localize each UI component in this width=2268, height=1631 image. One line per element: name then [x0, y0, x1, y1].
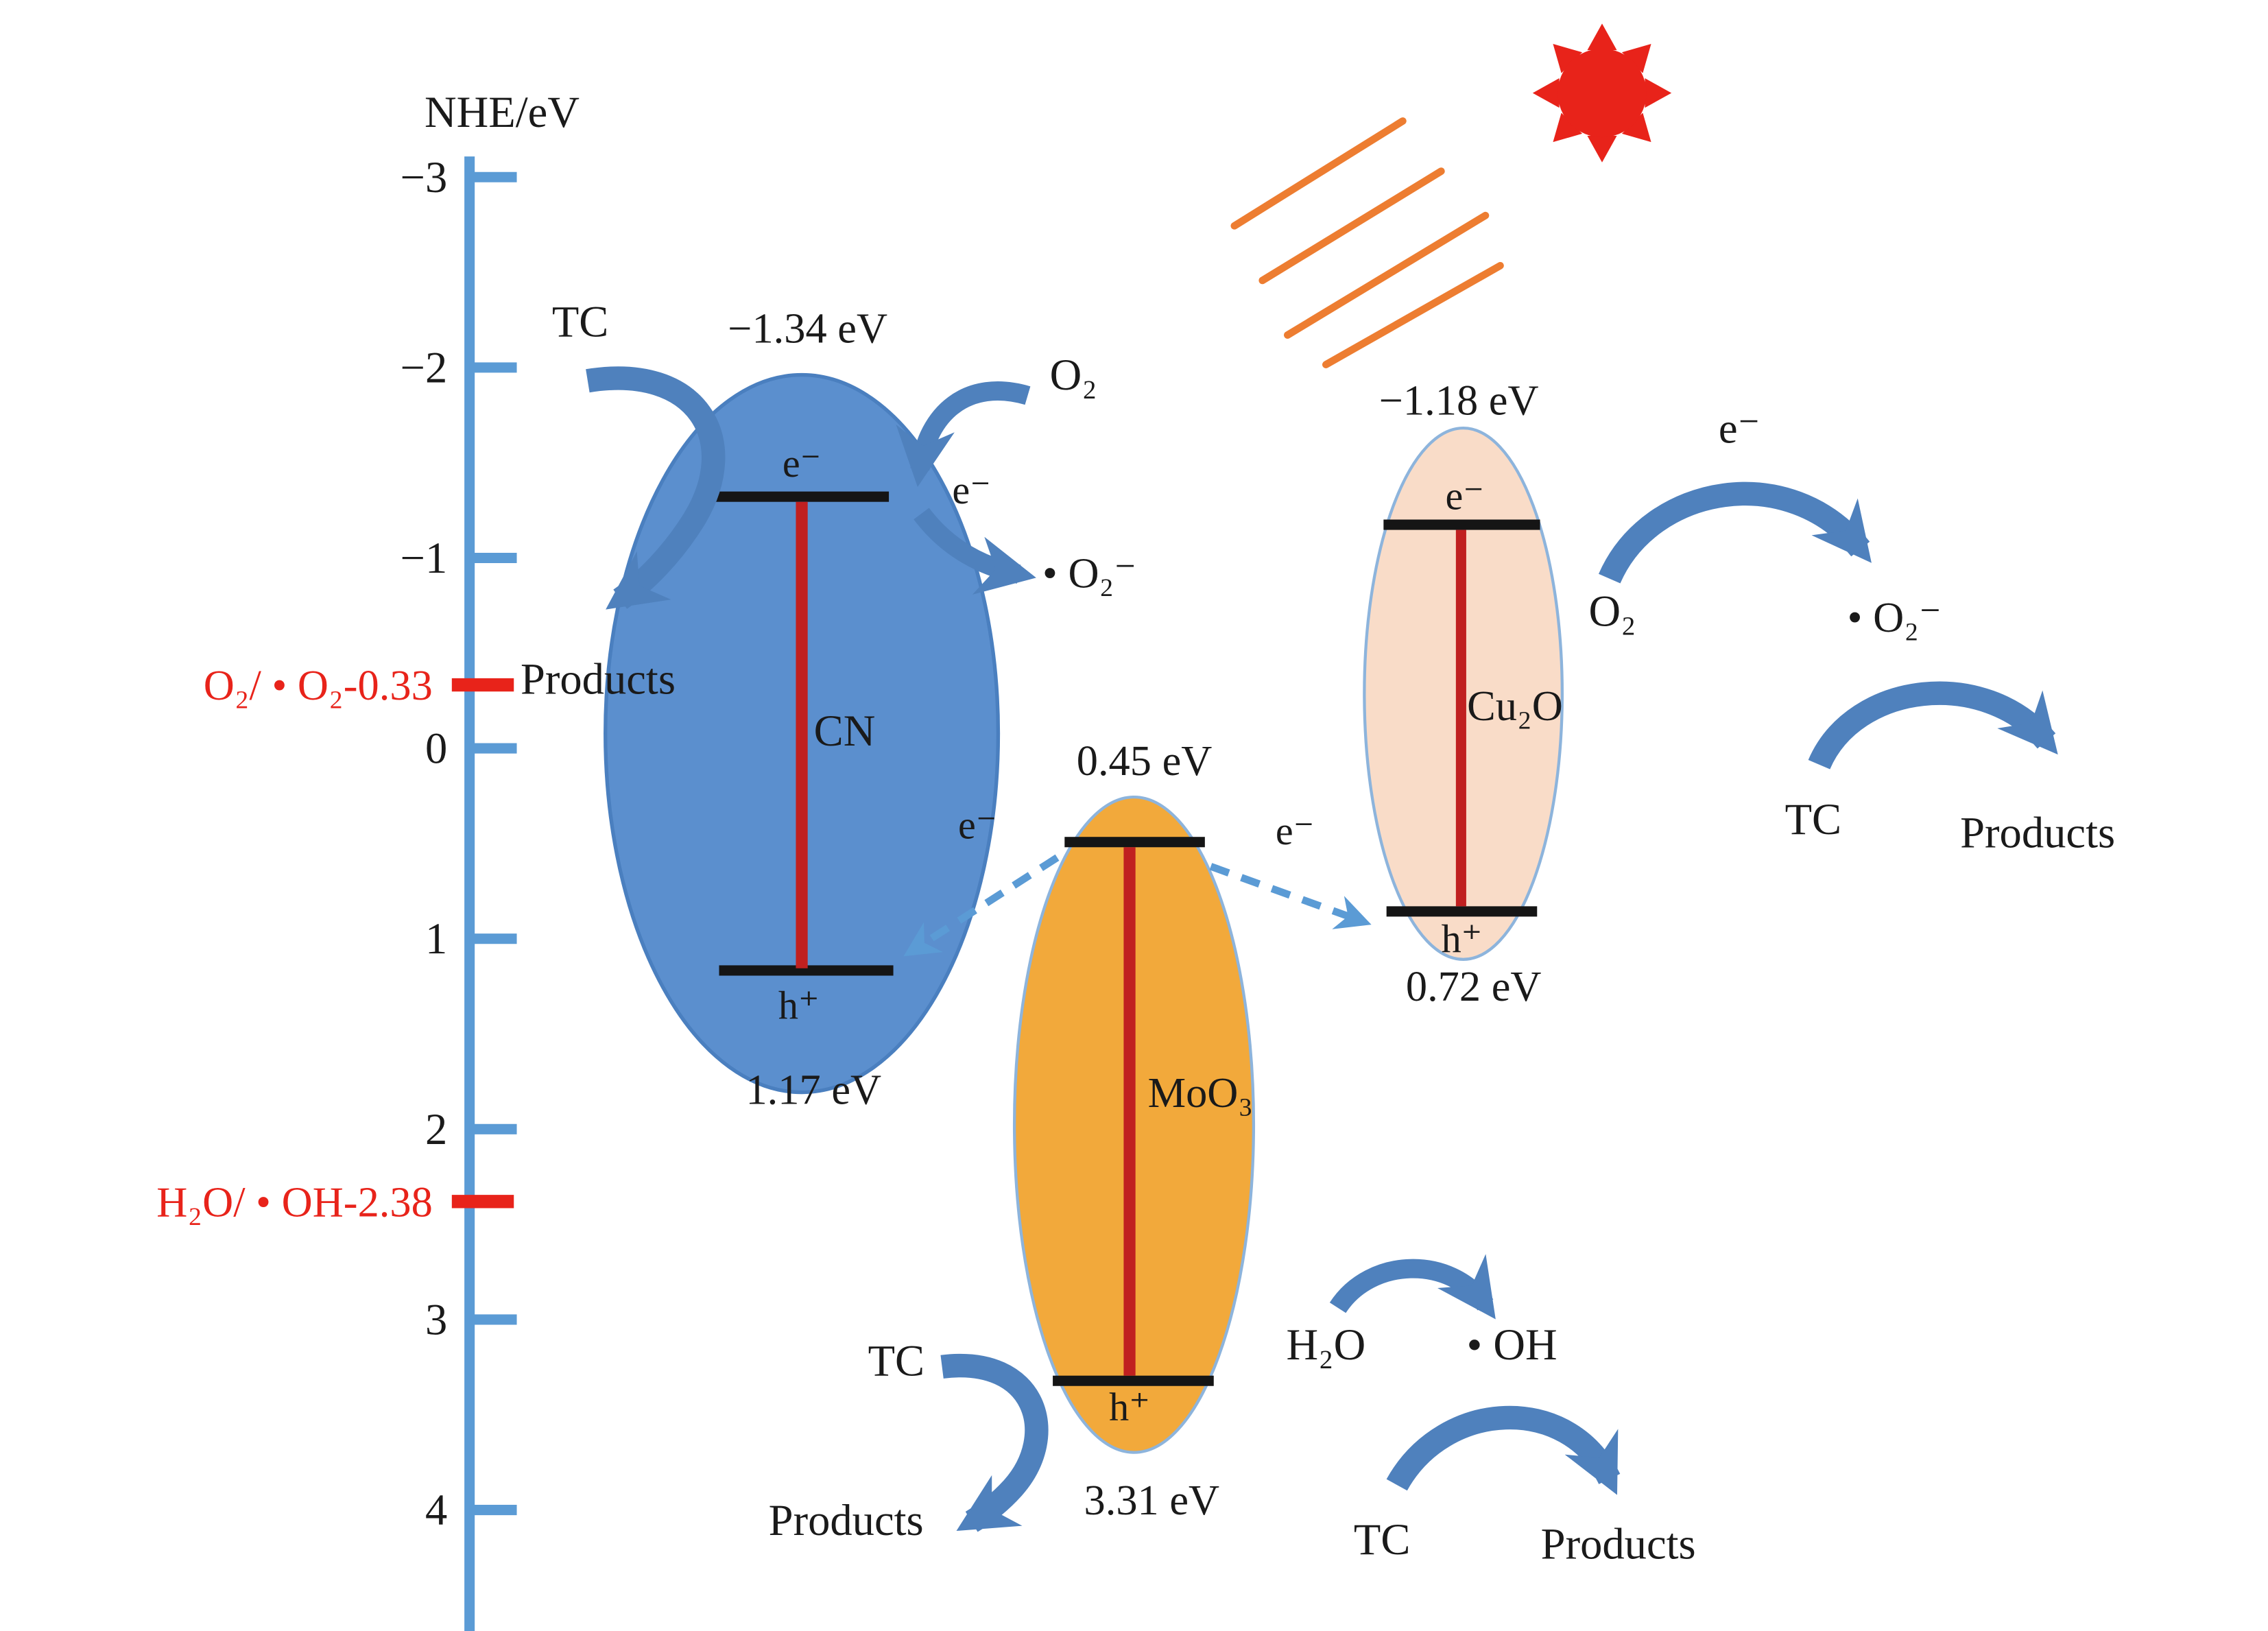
- electron-transfer-label-cu2o: e⁻: [1719, 405, 1760, 453]
- tc-label-bottom: TC: [1354, 1514, 1411, 1564]
- cn-bandgap-line: [796, 501, 808, 968]
- arrow-o2-to-cn-cb: [896, 381, 1031, 487]
- arrow-tc-to-products-moo3: [940, 1353, 1049, 1532]
- h2o-label: H₂O: [1286, 1320, 1365, 1369]
- cu2o-semiconductor: −1.18 eV e⁻ Cu₂O h⁺ 0.72 eV: [1363, 377, 1564, 1010]
- sun-ray: [1645, 78, 1672, 108]
- products-label-moo3: Products: [769, 1495, 924, 1545]
- cu2o-bandgap-line: [1455, 529, 1466, 907]
- o2-label-cn: O₂: [1050, 350, 1097, 399]
- axis-tick-label: 1: [425, 914, 447, 963]
- sun-icon: [1532, 23, 1672, 163]
- cu2o-hole-label: h⁺: [1442, 916, 1483, 961]
- sunlight-beams-icon: [1230, 117, 1504, 368]
- moo3-conduction-band: [1064, 837, 1205, 848]
- moo3-cb-energy-label: 0.45 eV: [1077, 737, 1213, 785]
- sun-ray: [1532, 78, 1560, 108]
- cu2o-oxygen-reduction: O₂ e⁻ • O₂⁻: [1588, 405, 1941, 641]
- moo3-name-label: MoO₃: [1148, 1069, 1254, 1117]
- o2-label-cu2o: O₂: [1588, 586, 1636, 635]
- moo3-hole-label: h⁺: [1109, 1384, 1150, 1429]
- arrow-h2o-to-oh: [1329, 1254, 1496, 1320]
- cn-name-label: CN: [814, 706, 876, 755]
- superoxide-tc-degradation: TC Products: [1785, 681, 2115, 857]
- products-label-right: Products: [1960, 807, 2115, 857]
- axis-tick-label: 2: [425, 1104, 447, 1154]
- sun-ray: [1587, 23, 1617, 51]
- redox-level-label-h2o: H₂O/ • OH-2.38: [156, 1178, 433, 1226]
- cu2o-vb-energy-label: 0.72 eV: [1406, 962, 1542, 1010]
- arrow-tc-to-products-left: [586, 366, 726, 610]
- sun-ray: [1553, 44, 1583, 73]
- hydroxyl-tc-degradation: TC Products: [1354, 1405, 1696, 1569]
- products-label-left: Products: [521, 654, 676, 703]
- axis-tick-label: −2: [401, 342, 448, 392]
- nhe-axis: NHE/eV −3 −2 −1 0 1 2 3 4 O₂/ • O₂-0.33 …: [156, 87, 580, 1631]
- moo3-tc-degradation: TC Products: [769, 1336, 1049, 1545]
- redox-level-label-o2: O₂/ • O₂-0.33: [204, 661, 433, 709]
- axis-tick-label: −3: [401, 152, 448, 202]
- tc-label-right: TC: [1785, 794, 1842, 844]
- arrow-cn-cb-to-superoxide: [914, 508, 1036, 595]
- cn-conduction-band: [715, 491, 890, 502]
- axis-tick-label: −1: [401, 533, 448, 582]
- z-scheme-transfer: e⁻ e⁻: [903, 802, 1372, 957]
- axis-title: NHE/eV: [425, 87, 580, 136]
- water-oxidation: H₂O • OH: [1286, 1254, 1557, 1369]
- moo3-semiconductor: 0.45 eV MoO₃ h⁺ 3.31 eV: [1012, 737, 1256, 1524]
- sun-ray: [1587, 135, 1617, 163]
- cn-vb-energy-label: 1.17 eV: [745, 1066, 881, 1114]
- cn-tc-degradation: TC Products: [521, 297, 726, 703]
- sun-ray: [1621, 112, 1651, 143]
- axis-tick-label: 4: [425, 1485, 447, 1534]
- cn-valence-band: [719, 965, 894, 976]
- hydroxyl-label: • OH: [1467, 1320, 1557, 1369]
- axis-tick-label: 3: [425, 1294, 447, 1344]
- tc-label-moo3: TC: [868, 1336, 925, 1385]
- electron-label-moo3-to-cn: e⁻: [958, 802, 996, 847]
- cn-oxygen-reduction: O₂ e⁻ • O₂⁻: [896, 350, 1136, 597]
- moo3-bandgap-line: [1123, 847, 1136, 1376]
- cn-semiconductor: −1.34 eV e⁻ CN h⁺ 1.17 eV: [604, 304, 1001, 1114]
- cn-hole-label: h⁺: [778, 983, 820, 1027]
- cu2o-conduction-band: [1383, 519, 1540, 530]
- sunlight-beam: [1322, 261, 1504, 368]
- arrow-dashed-moo3-to-cn: [903, 854, 1060, 957]
- sun-core: [1557, 49, 1647, 138]
- arrow-tc-to-products-right: [1808, 681, 2058, 770]
- superoxide-label-cn: • O₂⁻: [1042, 549, 1136, 597]
- electron-label-moo3-to-cu2o: e⁻: [1276, 809, 1314, 853]
- cu2o-electron-label: e⁻: [1446, 473, 1484, 518]
- cu2o-cb-energy-label: −1.18 eV: [1379, 377, 1539, 425]
- arrow-tc-to-products-bottom: [1386, 1405, 1621, 1495]
- sunlight-beam: [1230, 117, 1407, 230]
- superoxide-label-cu2o: • O₂⁻: [1848, 593, 1942, 641]
- arrow-cu2o-cb-to-superoxide: [1598, 481, 1872, 584]
- moo3-vb-energy-label: 3.31 eV: [1084, 1476, 1220, 1524]
- electron-transfer-label-cn: e⁻: [952, 468, 990, 512]
- sunlight-beam: [1258, 167, 1445, 285]
- axis-tick-label: 0: [425, 724, 447, 773]
- cu2o-valence-band: [1386, 906, 1538, 917]
- cu2o-name-label: Cu₂O: [1467, 682, 1563, 730]
- moo3-valence-band: [1053, 1375, 1214, 1386]
- tc-label-left: TC: [552, 297, 609, 346]
- arrow-dashed-moo3-to-cu2o: [1209, 863, 1372, 929]
- products-label-bottom: Products: [1541, 1519, 1696, 1569]
- cn-electron-label: e⁻: [783, 441, 821, 486]
- sun-ray: [1621, 44, 1651, 73]
- sunlight-beam: [1284, 211, 1490, 339]
- cn-cb-energy-label: −1.34 eV: [728, 304, 887, 352]
- sun-ray: [1553, 112, 1583, 143]
